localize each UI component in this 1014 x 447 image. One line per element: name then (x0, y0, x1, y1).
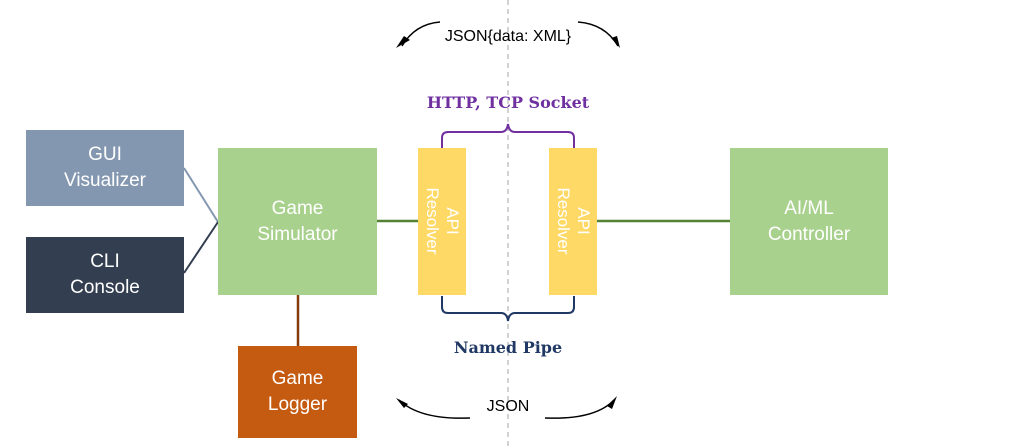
gui-visualizer-line1: GUI (88, 144, 122, 165)
api-resolver-right-line1: API (574, 207, 593, 235)
gui-to-simulator-line (183, 167, 219, 223)
pipe-brace (441, 296, 575, 322)
game-logger-line1: Game (271, 368, 324, 389)
cli-console-box: CLI Console (26, 237, 184, 313)
api-resolver-left-line2: Resolver (423, 187, 442, 255)
game-logger-line2: Logger (267, 394, 328, 415)
named-pipe-label: Named Pipe (453, 338, 563, 357)
ai-ml-controller-line2: Controller (767, 223, 851, 245)
game-logger-box: Game Logger (238, 346, 357, 438)
bottom-arc-label: JSON (486, 398, 530, 415)
top-arc-arrowhead (396, 36, 410, 48)
api-resolver-left-line1: API (443, 207, 462, 235)
top-arc-label: JSON{data: XML} (444, 28, 572, 45)
api-resolver-right-line2: Resolver (554, 187, 573, 255)
top-arc-arrowhead-right (611, 36, 620, 48)
gui-visualizer-box: GUI Visualizer (26, 130, 184, 206)
bottom-arc-arrowhead (396, 398, 408, 408)
cli-console-line1: CLI (90, 251, 120, 272)
bottom-arc-arrowhead-right (607, 396, 617, 409)
game-simulator-line1: Game (271, 197, 324, 219)
game-simulator-line2: Simulator (257, 223, 338, 245)
api-resolver-right-box (549, 148, 597, 295)
http-tcp-label: HTTP, TCP Socket (426, 93, 590, 112)
gui-visualizer-line2: Visualizer (63, 170, 147, 191)
ai-ml-controller-line1: AI/ML (784, 197, 834, 219)
ai-ml-controller-box: AI/ML Controller (730, 148, 888, 295)
cli-console-line2: Console (70, 277, 140, 298)
api-resolver-left-text: API Resolver (422, 146, 462, 296)
http-brace (441, 123, 575, 148)
game-simulator-box: Game Simulator (218, 148, 377, 295)
cli-to-simulator-line (183, 221, 219, 274)
api-resolver-left-box (418, 148, 466, 295)
api-resolver-right-text: API Resolver (553, 146, 593, 296)
